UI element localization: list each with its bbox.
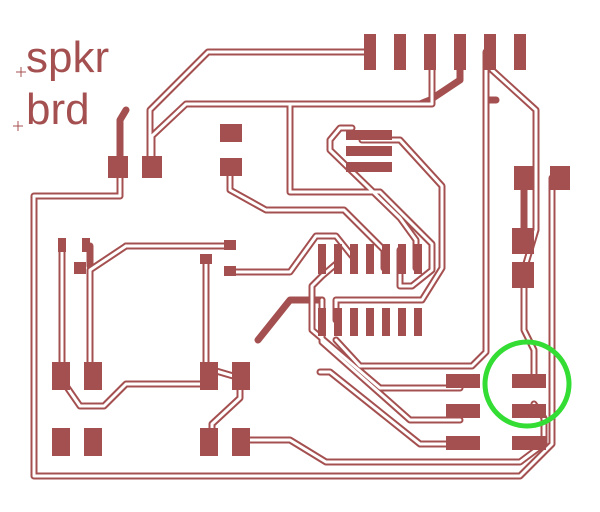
traces — [30, 48, 556, 480]
ic-pin — [318, 308, 326, 336]
pad — [232, 362, 250, 390]
ic-pin — [382, 308, 390, 336]
ic-pin — [318, 244, 326, 274]
board-title-line1: spkr — [26, 33, 109, 82]
pad — [512, 404, 546, 418]
pad — [52, 362, 70, 390]
pad — [220, 158, 242, 176]
pad — [446, 436, 480, 450]
pad — [512, 374, 546, 388]
pad — [232, 428, 250, 456]
ic-pad — [346, 130, 392, 140]
pad — [58, 238, 66, 252]
header-pad — [364, 34, 376, 70]
ic-pin — [398, 244, 406, 274]
pad — [200, 362, 218, 390]
pad — [200, 428, 218, 456]
header-pad — [454, 34, 466, 70]
pad — [84, 362, 102, 390]
ic-pad — [346, 162, 392, 172]
pad — [74, 262, 86, 274]
ic-pin — [350, 244, 358, 274]
ic-pin — [334, 308, 342, 336]
origin-marks — [13, 67, 26, 131]
header-pad — [484, 34, 496, 70]
pad — [84, 428, 102, 456]
board-title-line2: brd — [26, 85, 90, 134]
highlight-circle — [482, 339, 572, 429]
ic-pin — [382, 244, 390, 274]
ic-pin — [398, 308, 406, 336]
pads — [52, 34, 570, 456]
pad — [514, 166, 534, 190]
pad — [82, 238, 90, 252]
pad — [446, 404, 480, 418]
ic-pin — [366, 308, 374, 336]
header-pad — [514, 34, 526, 70]
pad — [220, 124, 242, 142]
pad — [550, 166, 570, 190]
ic-pin — [414, 308, 422, 336]
ic-pin — [366, 244, 374, 274]
pad — [512, 436, 546, 450]
pad — [224, 240, 236, 250]
ic-pin — [350, 308, 358, 336]
ic-pin — [334, 244, 342, 274]
pad — [52, 428, 70, 456]
pad — [200, 254, 212, 264]
header-pad — [394, 34, 406, 70]
pad — [108, 156, 128, 178]
pad — [142, 156, 162, 178]
ic-pin — [414, 244, 422, 274]
pad — [512, 262, 534, 288]
ic-pad — [346, 146, 392, 156]
header-pad — [424, 34, 436, 70]
pad — [512, 228, 534, 254]
pad — [446, 374, 480, 388]
pad — [224, 266, 236, 276]
